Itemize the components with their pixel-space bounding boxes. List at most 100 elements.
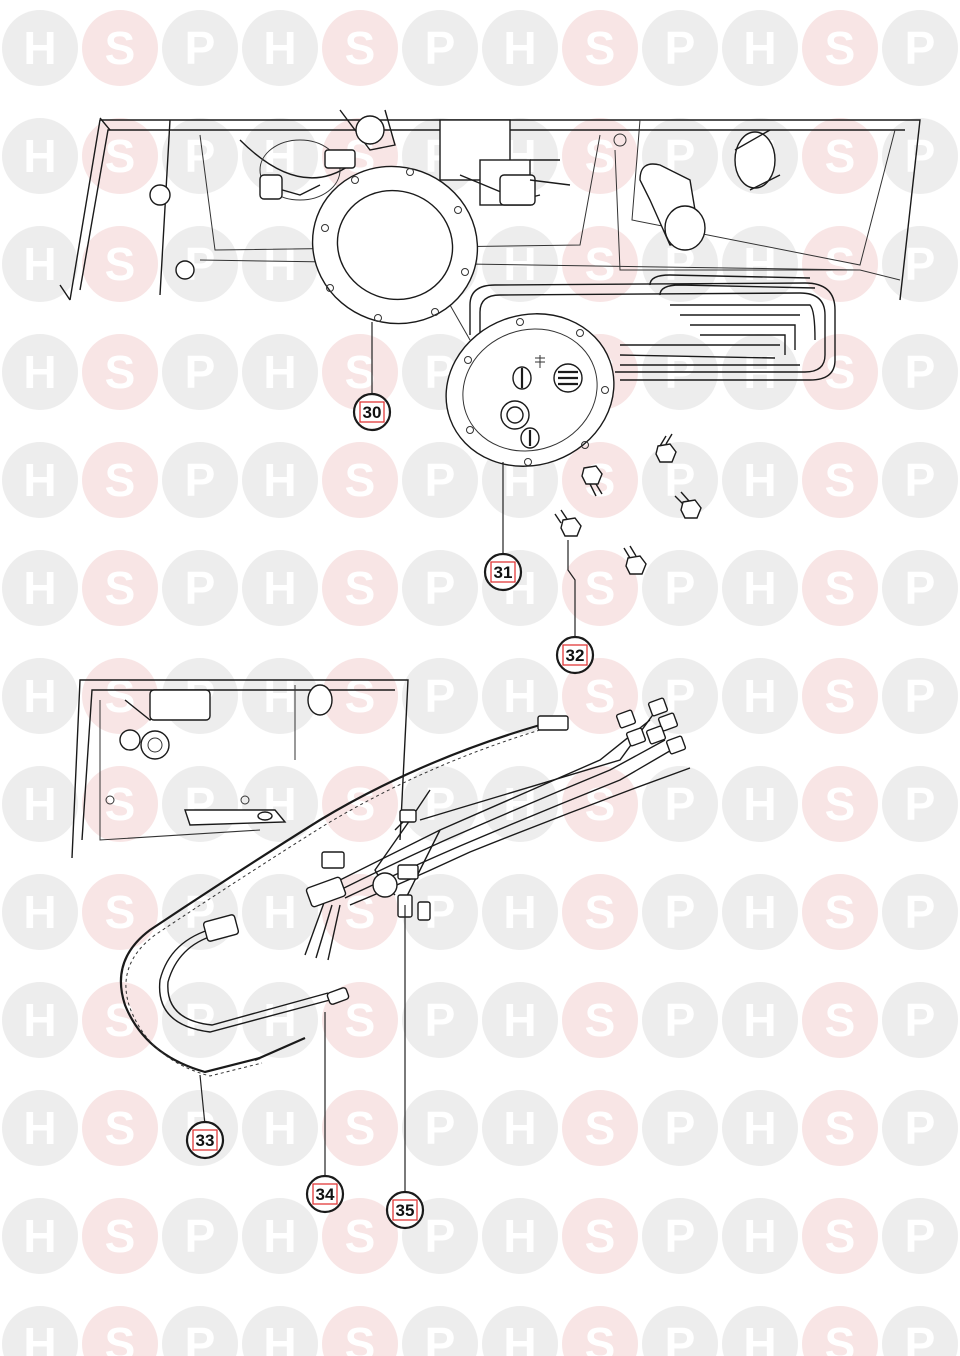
- callout-number: 33: [196, 1131, 215, 1150]
- callout-33[interactable]: 33: [185, 1120, 225, 1160]
- watermark-tile: S: [802, 874, 878, 950]
- svg-text:P: P: [665, 1318, 696, 1356]
- svg-text:P: P: [185, 454, 216, 506]
- svg-text:P: P: [425, 1102, 456, 1154]
- watermark-tile: P: [162, 1306, 238, 1356]
- watermark-tile: S: [322, 1090, 398, 1166]
- svg-text:S: S: [585, 130, 616, 182]
- twisted-sensor-cable: [119, 715, 569, 1077]
- svg-text:S: S: [585, 778, 616, 830]
- watermark-tile: P: [882, 874, 958, 950]
- svg-text:P: P: [665, 994, 696, 1046]
- svg-text:H: H: [23, 886, 56, 938]
- watermark-tile: S: [82, 982, 158, 1058]
- watermark-tile: P: [642, 874, 718, 950]
- bolt: [623, 545, 647, 575]
- svg-text:H: H: [743, 454, 776, 506]
- watermark-tile: H: [242, 226, 318, 302]
- watermark-tile: P: [402, 1090, 478, 1166]
- watermark-tile: P: [402, 1198, 478, 1274]
- svg-text:P: P: [425, 670, 456, 722]
- watermark-tile: S: [82, 1306, 158, 1356]
- svg-text:S: S: [825, 1210, 856, 1262]
- watermark-tile: H: [722, 766, 798, 842]
- svg-text:P: P: [905, 346, 936, 398]
- svg-text:S: S: [825, 130, 856, 182]
- svg-text:S: S: [825, 994, 856, 1046]
- svg-text:H: H: [503, 994, 536, 1046]
- svg-text:S: S: [585, 1102, 616, 1154]
- svg-text:H: H: [263, 238, 296, 290]
- watermark-tile: S: [802, 550, 878, 626]
- watermark-tile: H: [2, 982, 78, 1058]
- leader-lines: [199, 322, 576, 1195]
- callout-34[interactable]: 34: [305, 1174, 345, 1214]
- svg-text:H: H: [263, 994, 296, 1046]
- svg-text:H: H: [263, 22, 296, 74]
- watermark-tile: H: [2, 658, 78, 734]
- watermark-tile: P: [642, 766, 718, 842]
- svg-text:S: S: [585, 886, 616, 938]
- svg-text:S: S: [825, 886, 856, 938]
- callout-35[interactable]: 35: [385, 1190, 425, 1230]
- bolt-set: [554, 433, 702, 575]
- svg-text:P: P: [905, 454, 936, 506]
- watermark-tile: S: [562, 1306, 638, 1356]
- svg-text:H: H: [503, 238, 536, 290]
- svg-text:S: S: [825, 670, 856, 722]
- callout-circle: [385, 1190, 425, 1230]
- watermark-tile: H: [242, 1306, 318, 1356]
- svg-text:H: H: [743, 562, 776, 614]
- svg-text:H: H: [23, 346, 56, 398]
- svg-text:S: S: [345, 1318, 376, 1356]
- svg-text:S: S: [825, 562, 856, 614]
- svg-text:H: H: [263, 670, 296, 722]
- svg-text:P: P: [425, 994, 456, 1046]
- svg-text:P: P: [185, 346, 216, 398]
- svg-text:S: S: [105, 238, 136, 290]
- watermark-tile: S: [82, 1090, 158, 1166]
- svg-text:P: P: [665, 562, 696, 614]
- svg-text:P: P: [905, 1102, 936, 1154]
- watermark-tile: H: [722, 442, 798, 518]
- watermark-tile: P: [642, 982, 718, 1058]
- svg-text:P: P: [665, 1210, 696, 1262]
- svg-text:P: P: [425, 22, 456, 74]
- callout-32[interactable]: 32: [555, 635, 595, 675]
- svg-text:H: H: [743, 994, 776, 1046]
- watermark-tile: P: [162, 982, 238, 1058]
- svg-text:S: S: [825, 346, 856, 398]
- watermark-tile: P: [162, 550, 238, 626]
- callout-30[interactable]: 30: [352, 392, 392, 432]
- watermark-tile: P: [882, 226, 958, 302]
- callout-31[interactable]: 31: [483, 552, 523, 592]
- svg-text:H: H: [263, 1210, 296, 1262]
- svg-text:H: H: [743, 238, 776, 290]
- svg-text:H: H: [23, 562, 56, 614]
- watermark-tile: H: [722, 1090, 798, 1166]
- svg-text:S: S: [345, 1102, 376, 1154]
- watermark-tile: H: [242, 442, 318, 518]
- callout-label-box: [312, 1183, 338, 1205]
- svg-text:H: H: [743, 1318, 776, 1356]
- svg-text:H: H: [503, 1102, 536, 1154]
- svg-text:S: S: [585, 994, 616, 1046]
- svg-text:S: S: [345, 346, 376, 398]
- leader-33: [199, 1074, 206, 1126]
- callout-circle: [483, 552, 523, 592]
- watermark-tile: S: [322, 658, 398, 734]
- watermark-tile: P: [882, 334, 958, 410]
- watermark-tile: S: [322, 550, 398, 626]
- watermark-tile: S: [802, 118, 878, 194]
- watermark-tile: P: [882, 1090, 958, 1166]
- svg-text:H: H: [23, 994, 56, 1046]
- watermark-tile: S: [322, 10, 398, 86]
- svg-text:H: H: [263, 562, 296, 614]
- svg-text:S: S: [105, 346, 136, 398]
- watermark-tile: H: [242, 10, 318, 86]
- svg-text:S: S: [105, 886, 136, 938]
- callout-number: 34: [316, 1185, 335, 1204]
- watermark-tile: S: [82, 1198, 158, 1274]
- svg-text:S: S: [345, 22, 376, 74]
